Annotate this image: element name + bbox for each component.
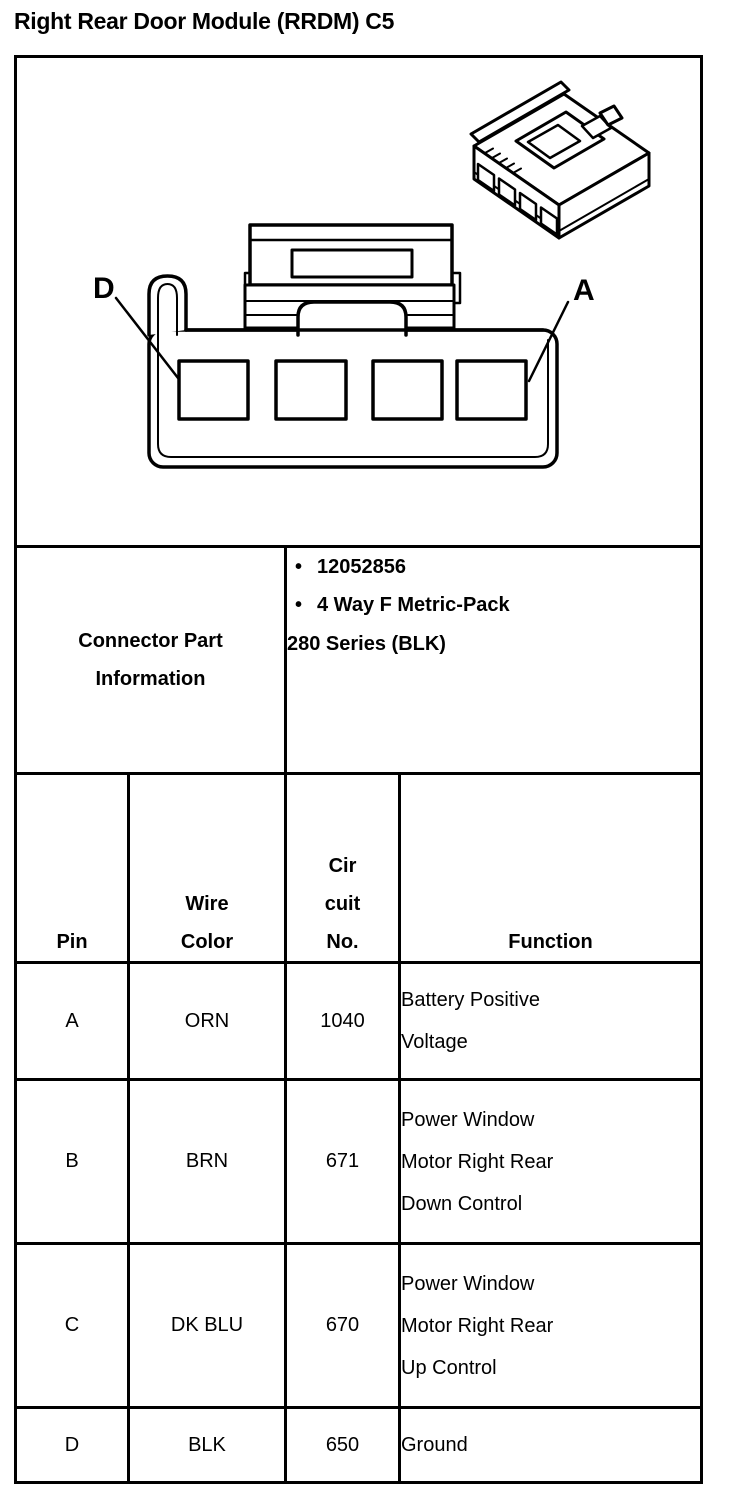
- figure-row: D A: [14, 55, 703, 548]
- part-number-item: • 12052856: [287, 548, 700, 586]
- wire-color: BLK: [127, 1406, 287, 1484]
- wire-color: ORN: [127, 961, 287, 1081]
- connector-iso-view: [469, 80, 651, 240]
- pin-value: C: [14, 1242, 130, 1409]
- connector-type-continuation: 280 Series (BLK): [287, 632, 446, 655]
- page-title: Right Rear Door Module (RRDM) C5: [14, 8, 395, 34]
- pin-value: D: [14, 1406, 130, 1484]
- pin-value: B: [14, 1078, 130, 1245]
- part-number: 12052856: [317, 556, 406, 578]
- connector-front-view: [114, 223, 570, 469]
- connector-figure-cell: D A: [14, 55, 703, 548]
- part-info-details: • 12052856 • 4 Way F Metric-Pack 280 Ser…: [284, 545, 703, 775]
- pin-function: Ground: [398, 1406, 703, 1484]
- header-circuit-no: Cir cuit No.: [284, 772, 401, 964]
- bullet-icon: •: [295, 594, 303, 617]
- pin-a-leader-line: [527, 300, 570, 383]
- circuit-number: 1040: [284, 961, 401, 1081]
- pin-function: Power Window Motor Right Rear Down Contr…: [398, 1078, 703, 1245]
- table-row-pin-a: A ORN 1040 Battery Positive Voltage: [14, 961, 703, 1081]
- pin-table-header-row: Pin Wire Color Cir cuit No. Function: [14, 772, 703, 964]
- part-info-label: Connector Part Information: [14, 545, 287, 775]
- table-row-pin-b: B BRN 671 Power Window Motor Right Rear …: [14, 1078, 703, 1245]
- pin-d-leader-line: [114, 296, 180, 380]
- table-row-pin-c: C DK BLU 670 Power Window Motor Right Re…: [14, 1242, 703, 1409]
- wire-color: BRN: [127, 1078, 287, 1245]
- pin-function: Power Window Motor Right Rear Up Control: [398, 1242, 703, 1409]
- pin-value: A: [14, 961, 130, 1081]
- pin-a-label: A: [573, 274, 595, 307]
- wire-color: DK BLU: [127, 1242, 287, 1409]
- circuit-number: 671: [284, 1078, 401, 1245]
- header-wire-color: Wire Color: [127, 772, 287, 964]
- bullet-icon: •: [295, 556, 303, 578]
- part-info-row: Connector Part Information • 12052856 • …: [14, 545, 703, 775]
- connector-type: 4 Way F Metric-Pack: [317, 594, 510, 617]
- header-function: Function: [398, 772, 703, 964]
- circuit-number: 670: [284, 1242, 401, 1409]
- connector-type-item: • 4 Way F Metric-Pack: [287, 586, 700, 624]
- pin-function: Battery Positive Voltage: [398, 961, 703, 1081]
- pin-d-label: D: [93, 272, 115, 305]
- pin-cavities: [177, 359, 528, 421]
- connector-info-table: D A Connector Part Information • 1205285…: [14, 55, 703, 1484]
- circuit-number: 650: [284, 1406, 401, 1484]
- header-pin: Pin: [14, 772, 130, 964]
- table-row-pin-d: D BLK 650 Ground: [14, 1406, 703, 1484]
- connector-figure: D A: [93, 80, 651, 469]
